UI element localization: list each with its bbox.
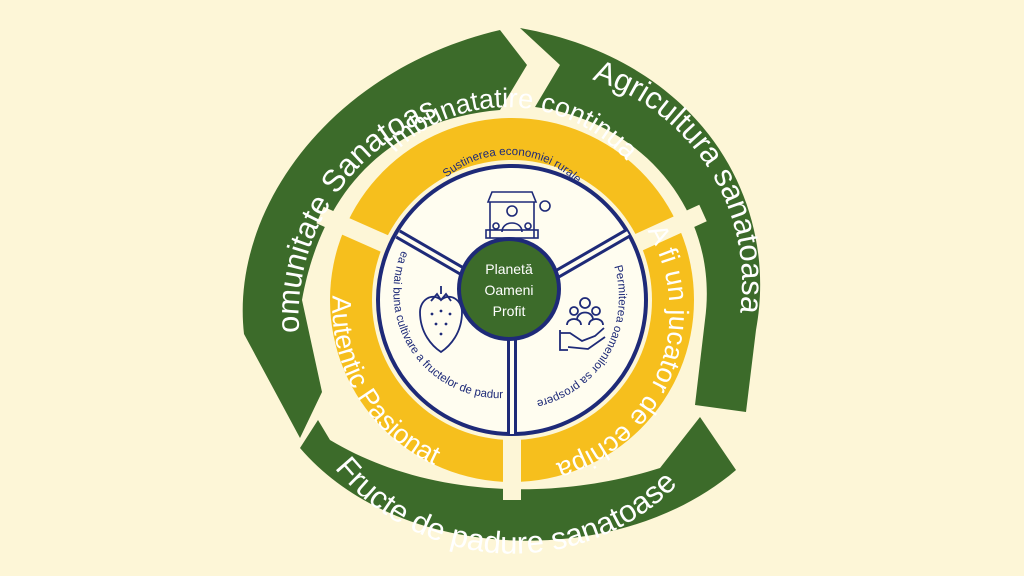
hand-people-icon — [559, 297, 606, 351]
center-line-3: Profit — [493, 303, 526, 319]
center-circle — [457, 237, 561, 341]
market-stall-icon — [485, 191, 551, 239]
center-line-2: Oameni — [484, 282, 533, 298]
strawberry-icon — [419, 286, 463, 354]
outer-arrow-agricultura — [520, 28, 761, 412]
outer-arrow-fructe — [300, 417, 736, 541]
center-hub: Planetă Oameni Profit — [457, 237, 561, 341]
outer-ring — [242, 28, 761, 541]
center-line-1: Planetă — [485, 261, 533, 277]
outer-arrow-comunitate — [242, 30, 528, 438]
